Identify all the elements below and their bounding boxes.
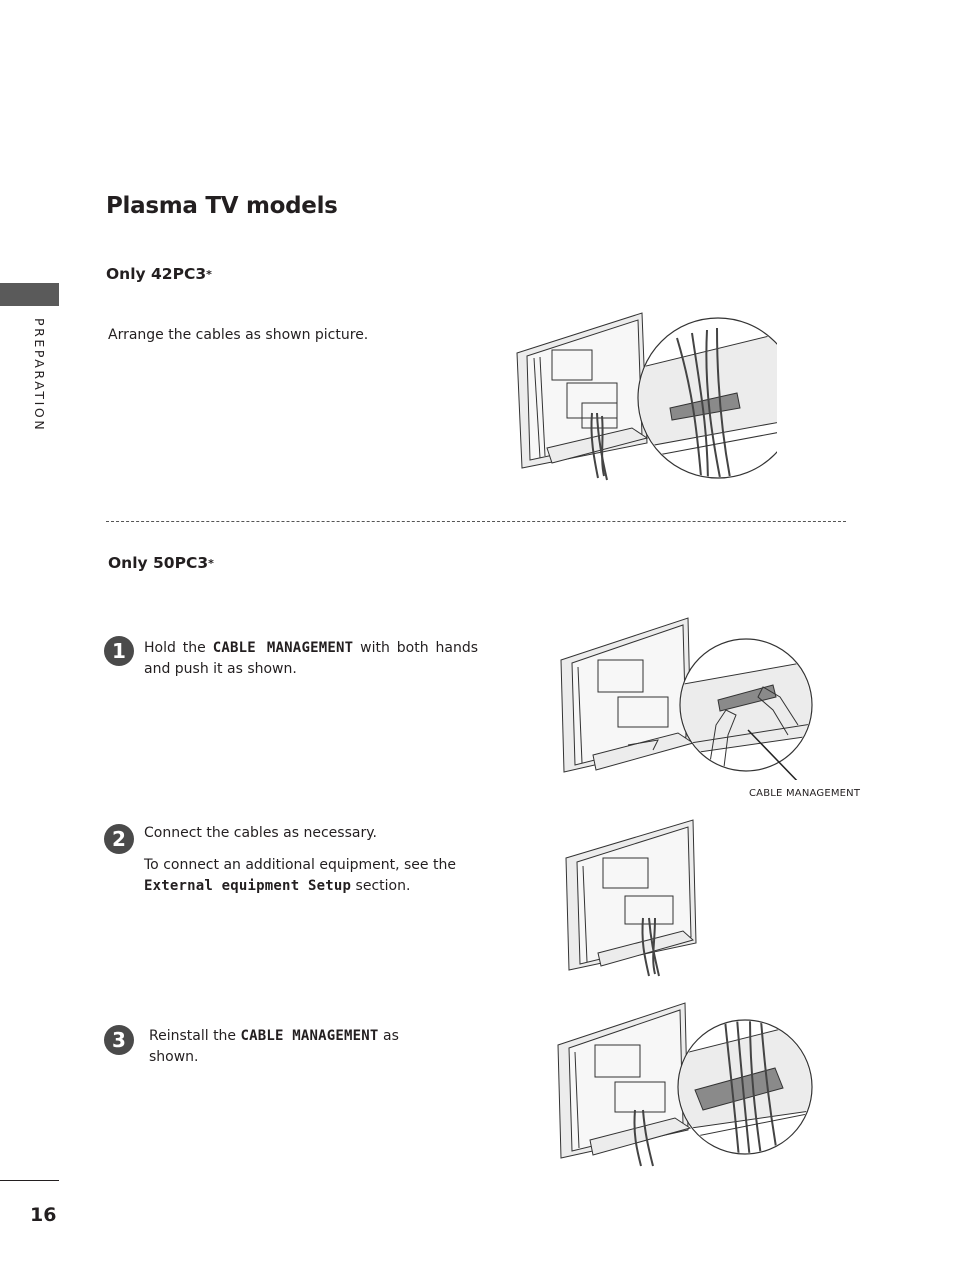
page-number: 16 [30,1204,57,1226]
section-42-heading-mark: * [206,268,212,281]
tv-50-reinstall-cable-management-illustration [557,1002,813,1167]
section-tab-marker [0,283,59,306]
tv-50-push-cable-management-illustration [560,617,813,780]
section-divider [106,521,846,522]
step-2-line2: To connect an additional equipment, see … [144,855,484,897]
step-3-keyword: CABLE MANAGEMENT [240,1028,379,1044]
section-side-label: PREPARATION [32,318,47,433]
tv-50-connect-cables-illustration [565,819,697,977]
section-42-instruction: Arrange the cables as shown picture. [108,327,369,343]
step-2-badge: 2 [104,824,134,854]
step-3-badge: 3 [104,1025,134,1055]
step-2-keyword: External equipment Setup [144,878,352,894]
step-1-keyword: CABLE MANAGEMENT [212,640,354,656]
step-2-line2-after: section. [355,878,411,894]
step-3-text-after: as shown. [149,1028,399,1065]
tv-42-cable-illustration [516,312,777,481]
cable-management-callout: CABLE MANAGEMENT [749,788,861,799]
section-50-heading-mark: * [208,557,214,570]
footer-rule [0,1180,59,1181]
page-title: Plasma TV models [106,193,338,219]
step-3-text-before: Reinstall the [149,1028,237,1044]
step-3-text: Reinstall the CABLE MANAGEMENT as shown. [149,1026,449,1068]
step-1-text-before: Hold the [144,640,206,656]
section-42-heading: Only 42PC3* [106,265,212,283]
step-1-text: Hold the CABLE MANAGEMENT with both hand… [144,638,478,680]
section-42-heading-text: Only 42PC3 [106,265,207,283]
step-1-text-after: with both hands and push it as shown. [144,640,478,677]
step-2-line1: Connect the cables as necessary. [144,825,377,841]
step-1-badge: 1 [104,636,134,666]
section-50-heading: Only 50PC3* [108,554,214,572]
section-50-heading-text: Only 50PC3 [108,554,209,572]
step-2-line2-before: To connect an additional equipment, see … [144,857,456,873]
